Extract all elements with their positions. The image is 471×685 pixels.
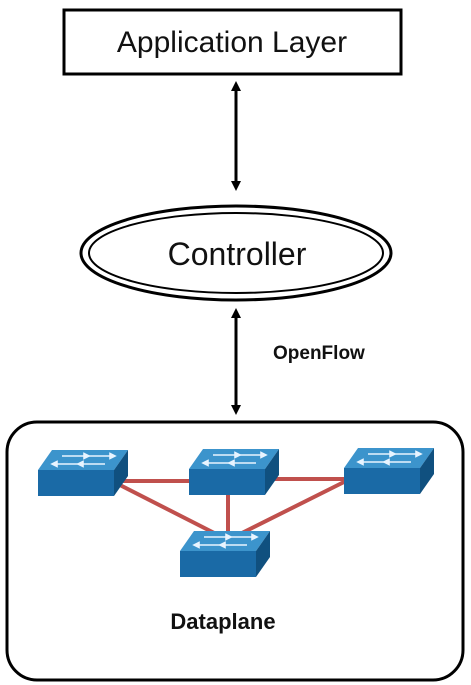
application-layer-label: Application Layer xyxy=(117,26,347,59)
dataplane-label: Dataplane xyxy=(170,609,275,634)
application-layer-box xyxy=(62,8,403,76)
application-layer-node: Application Layer xyxy=(62,8,403,76)
switch-bottom-icon xyxy=(180,531,270,578)
link-left-bottom xyxy=(111,479,229,542)
switch-left-icon xyxy=(38,450,128,497)
controller-label: Controller xyxy=(168,236,307,272)
link-right-bottom xyxy=(227,477,351,542)
openflow-label: OpenFlow xyxy=(273,343,365,364)
controller-node: Controller xyxy=(79,204,393,302)
dataplane-node: Dataplane xyxy=(5,420,465,682)
switch-center-icon xyxy=(189,449,279,496)
switch-right-icon xyxy=(344,448,434,495)
controller-inner-ellipse xyxy=(88,212,384,294)
